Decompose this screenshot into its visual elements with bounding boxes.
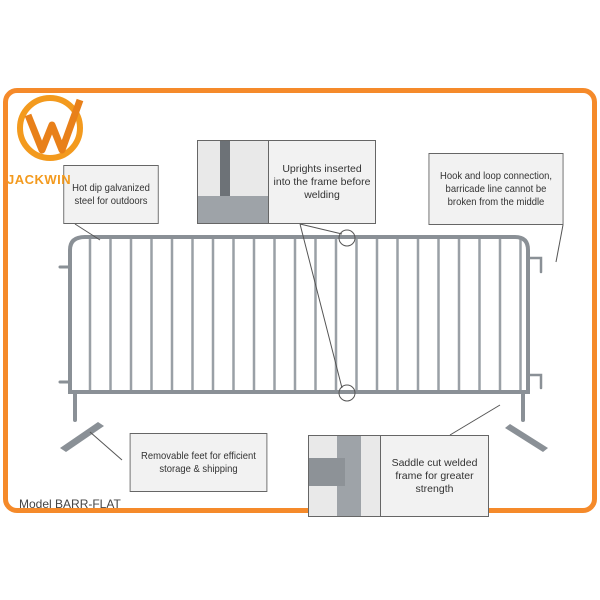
leader-line bbox=[89, 431, 123, 461]
detail-photo-upright bbox=[197, 140, 269, 224]
detail-photo-saddle-cut bbox=[308, 435, 381, 517]
hook-top bbox=[526, 256, 543, 274]
leader-line bbox=[449, 404, 501, 436]
weld-circle-top bbox=[338, 229, 356, 247]
hook-bottom bbox=[526, 373, 543, 390]
loop-left bbox=[58, 265, 72, 384]
callout-galvanized: Hot dip galvanized steel for outdoors bbox=[63, 165, 159, 224]
callout-saddle-cut: Saddle cut welded frame for greater stre… bbox=[380, 435, 489, 517]
frame-rail bbox=[68, 235, 530, 394]
callout-uprights: Uprights inserted into the frame before … bbox=[268, 140, 376, 224]
orange-border-frame bbox=[3, 88, 597, 513]
leader-line bbox=[555, 224, 564, 263]
weld-circle-bottom bbox=[338, 384, 356, 402]
model-label: Model BARR-FLAT bbox=[19, 497, 121, 511]
foot-left bbox=[60, 422, 104, 452]
logo-icon bbox=[17, 95, 84, 161]
callout-removable-feet: Removable feet for efficient storage & s… bbox=[129, 433, 268, 492]
foot-right bbox=[505, 424, 548, 452]
leader-line bbox=[299, 223, 343, 389]
callout-hook-loop: Hook and loop connection, barricade line… bbox=[428, 153, 564, 225]
logo-text: JACKWIN bbox=[7, 172, 72, 187]
leader-line bbox=[74, 223, 101, 241]
